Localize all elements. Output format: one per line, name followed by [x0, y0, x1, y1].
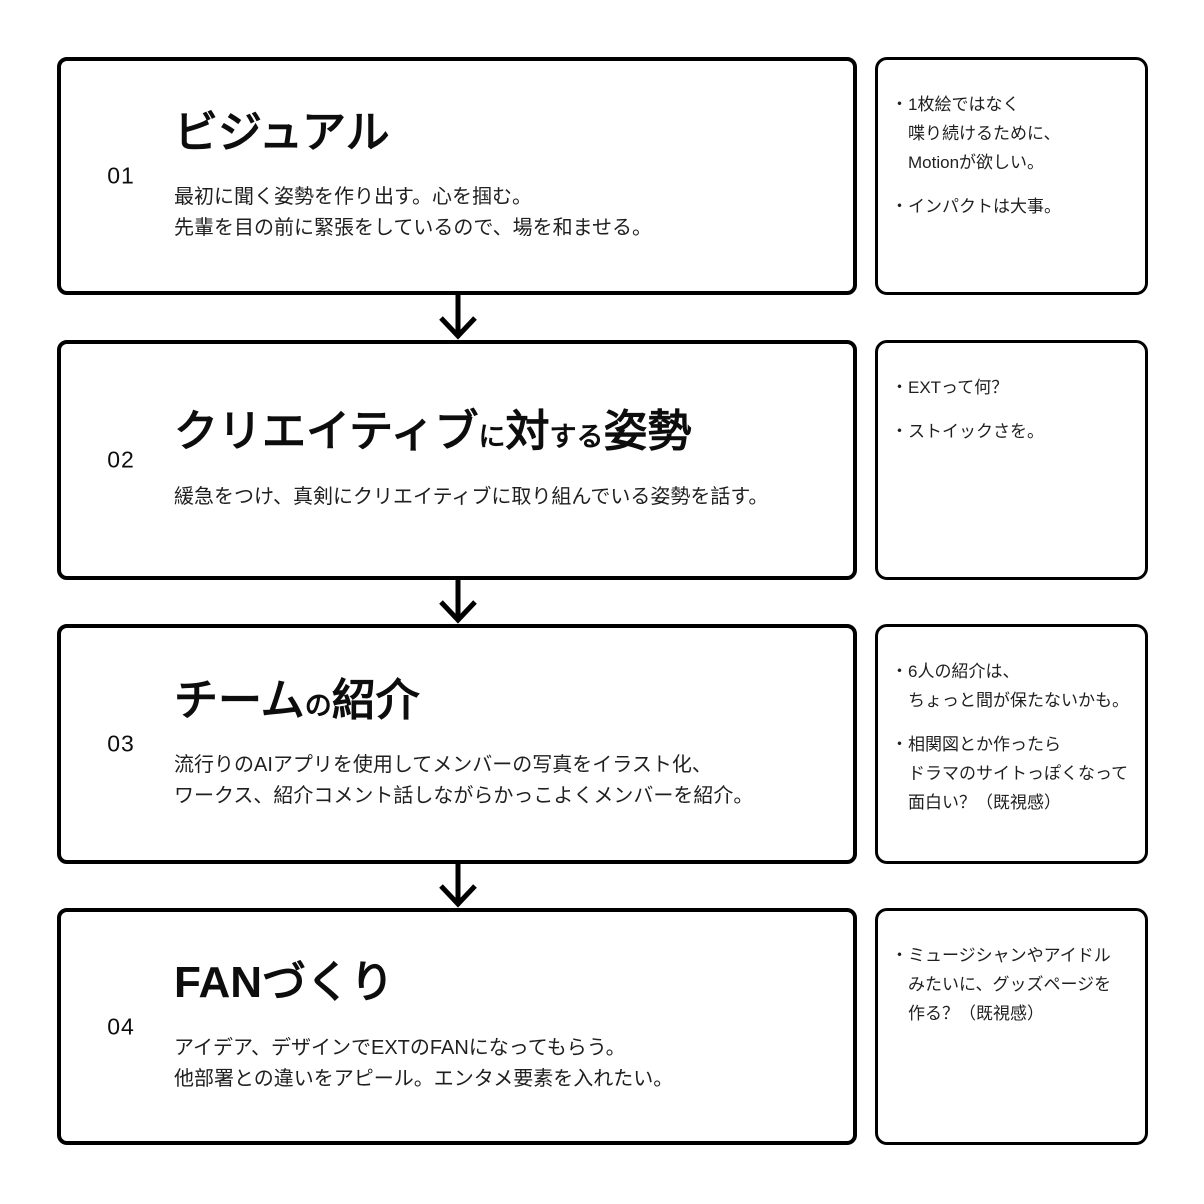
step-number: 04 [107, 1013, 135, 1039]
note-item: ・ストイックさを。 [891, 417, 1131, 446]
down-arrow-icon [439, 580, 477, 624]
step-description-line: 流行りのAIアプリを使用してメンバーの写真をイラスト化、 [174, 754, 712, 777]
note-item: ・EXTって何？ [891, 373, 1131, 402]
step-description-line: 最初に聞く姿勢を作り出す。心を掴む。 [174, 186, 532, 209]
step-title: FANづくり [174, 958, 823, 1009]
step-title: チームの紹介 [174, 676, 823, 727]
note-line: ・インパクトは大事。 [891, 197, 1061, 216]
title-part: 対 [505, 407, 550, 457]
note-line: ・EXTって何？ [891, 378, 1009, 397]
step-row-4: 04 FANづくり アイデア、デザインでEXTのFANになってもらう。 他部署と… [57, 908, 1148, 1145]
note-line: ドラマのサイトっぽくなって [908, 764, 1129, 783]
step-card-01: 01 ビジュアル 最初に聞く姿勢を作り出す。心を掴む。 先輩を目の前に緊張をして… [57, 57, 857, 295]
note-item: ・1枚絵ではなく 喋り続けるために、 Motionが欲しい。 [891, 90, 1131, 177]
step-description-line: 先輩を目の前に緊張をしているので、場を和ませる。 [174, 217, 652, 240]
title-part: する [549, 422, 604, 453]
title-part: の [304, 690, 332, 721]
down-arrow-icon [439, 295, 477, 340]
note-line: 面白い？（既視感） [908, 793, 1061, 812]
step-card-02: 02 クリエイティブに対する姿勢 緩急をつけ、真剣にクリエイティブに取り組んでい… [57, 340, 857, 580]
step-number: 02 [107, 446, 135, 473]
note-line: ・ストイックさを。 [891, 422, 1044, 441]
note-line: ・相関図とか作ったら [891, 735, 1061, 754]
note-line: ・1枚絵ではなく [891, 95, 1020, 114]
note-line: Motionが欲しい。 [908, 153, 1045, 172]
note-card-01: ・1枚絵ではなく 喋り続けるために、 Motionが欲しい。 ・インパクトは大事… [875, 57, 1148, 295]
note-card-02: ・EXTって何？ ・ストイックさを。 [875, 340, 1148, 580]
note-card-03: ・6人の紹介は、 ちょっと間が保たないかも。 ・相関図とか作ったら ドラマのサイ… [875, 624, 1148, 864]
down-arrow-icon [439, 864, 477, 908]
title-part: 紹介 [331, 675, 420, 725]
step-row-3: 03 チームの紹介 流行りのAIアプリを使用してメンバーの写真をイラスト化、 ワ… [57, 624, 1148, 864]
step-card-04: 04 FANづくり アイデア、デザインでEXTのFANになってもらう。 他部署と… [57, 908, 857, 1145]
note-line: 作る？（既視感） [908, 1004, 1044, 1023]
step-row-2: 02 クリエイティブに対する姿勢 緩急をつけ、真剣にクリエイティブに取り組んでい… [57, 340, 1148, 580]
note-line: ・ミュージシャンやアイドル [891, 946, 1111, 965]
note-item: ・ミュージシャンやアイドル みたいに、グッズページを 作る？（既視感） [891, 941, 1131, 1028]
step-row-1: 01 ビジュアル 最初に聞く姿勢を作り出す。心を掴む。 先輩を目の前に緊張をして… [57, 57, 1148, 295]
step-title: ビジュアル [174, 108, 823, 159]
step-title: クリエイティブに対する姿勢 [174, 407, 823, 458]
step-description-line: 緩急をつけ、真剣にクリエイティブに取り組んでいる姿勢を話す。 [174, 485, 769, 508]
note-item: ・インパクトは大事。 [891, 192, 1131, 221]
note-card-04: ・ミュージシャンやアイドル みたいに、グッズページを 作る？（既視感） [875, 908, 1148, 1145]
step-description-line: アイデア、デザインでEXTのFANになってもらう。 [174, 1036, 626, 1059]
title-part: FANづくり [174, 958, 394, 1008]
title-part: 姿勢 [603, 407, 692, 457]
note-line: ちょっと間が保たないかも。 [908, 691, 1129, 710]
step-number: 01 [107, 162, 135, 189]
title-part: ビジュアル [174, 107, 390, 157]
step-description-line: ワークス、紹介コメント話しながらかっこよくメンバーを紹介。 [174, 785, 754, 808]
title-part: に [478, 422, 506, 453]
note-line: ・6人の紹介は、 [891, 662, 1020, 681]
note-line: みたいに、グッズページを [908, 975, 1112, 994]
step-description-line: 他部署との違いをアピール。エンタメ要素を入れたい。 [174, 1067, 674, 1090]
note-line: 喋り続けるために、 [908, 124, 1061, 143]
note-item: ・相関図とか作ったら ドラマのサイトっぽくなって 面白い？（既視感） [891, 730, 1131, 817]
title-part: チーム [174, 675, 305, 725]
note-item: ・6人の紹介は、 ちょっと間が保たないかも。 [891, 657, 1131, 715]
title-part: クリエイティブ [174, 407, 479, 457]
step-card-03: 03 チームの紹介 流行りのAIアプリを使用してメンバーの写真をイラスト化、 ワ… [57, 624, 857, 864]
step-number: 03 [107, 730, 135, 757]
